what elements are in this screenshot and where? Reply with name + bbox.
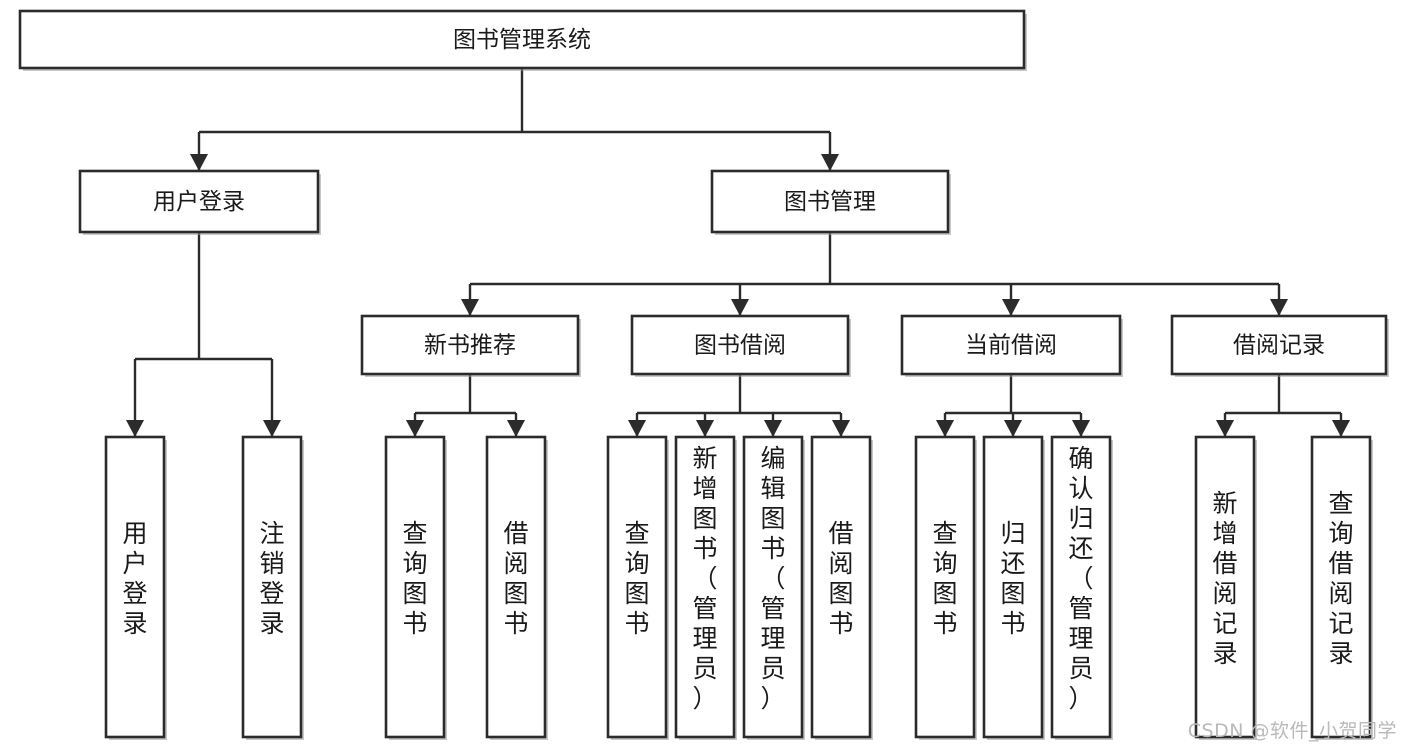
node-label: 借阅图书 <box>828 519 853 638</box>
watermark-label: CSDN @软件_小贺同学 <box>1187 720 1397 742</box>
arrow-head-icon <box>936 420 954 437</box>
node-label: 图书管理 <box>784 189 876 215</box>
node-leaf-user-login[interactable]: 用户登录 <box>104 435 167 740</box>
node-label: 编辑图书（管理员） <box>760 444 785 713</box>
node-rect[interactable] <box>900 314 1122 376</box>
arrow-head-icon <box>190 154 208 171</box>
edge-group-new-book-recommend <box>406 374 525 437</box>
node-label: 新增借阅记录 <box>1212 489 1237 668</box>
arrow-head-icon <box>1002 299 1020 316</box>
node-rect[interactable] <box>1170 314 1388 376</box>
arrow-head-icon <box>406 420 424 437</box>
node-label: 确认归还（管理员） <box>1068 444 1093 713</box>
node-rect[interactable] <box>485 435 547 739</box>
node-label: 当前借阅 <box>965 333 1057 359</box>
node-label: 查询借阅记录 <box>1328 489 1353 668</box>
node-rect[interactable] <box>384 435 446 739</box>
node-leaf-return-book[interactable]: 归还图书 <box>982 435 1045 740</box>
node-rect[interactable] <box>630 314 850 376</box>
arrow-head-icon <box>1004 420 1022 437</box>
node-leaf-edit-book-admin[interactable]: 编辑图书（管理员） <box>742 435 805 740</box>
edge-group-user-login <box>126 232 281 437</box>
node-label: 用户登录 <box>122 519 147 638</box>
node-rect[interactable] <box>606 435 668 739</box>
node-label: 查询图书 <box>402 519 427 638</box>
arrow-head-icon <box>1332 420 1350 437</box>
arrow-head-icon <box>1216 420 1234 437</box>
node-rect[interactable] <box>1050 435 1112 739</box>
node-current-borrow[interactable]: 当前借阅 <box>900 314 1123 377</box>
node-label: 新增图书（管理员） <box>692 444 717 713</box>
node-rect[interactable] <box>241 435 303 739</box>
edges-layer <box>126 68 1350 437</box>
node-label: 借阅图书 <box>503 519 528 638</box>
edge-group-borrow-record <box>1216 374 1350 437</box>
node-rect[interactable] <box>674 435 736 739</box>
node-label: 用户登录 <box>153 189 245 215</box>
arrow-head-icon <box>764 420 782 437</box>
node-rect[interactable] <box>78 169 320 234</box>
node-new-book-recommend[interactable]: 新书推荐 <box>360 314 581 377</box>
node-leaf-query-book-recommend[interactable]: 查询图书 <box>384 435 447 740</box>
edge-group-book-management <box>461 232 1288 316</box>
arrow-head-icon <box>1072 420 1090 437</box>
node-label: 查询图书 <box>932 519 957 638</box>
node-rect[interactable] <box>18 9 1026 70</box>
arrow-head-icon <box>731 299 749 316</box>
arrow-head-icon <box>507 420 525 437</box>
node-label: 查询图书 <box>624 519 649 638</box>
node-label: 新书推荐 <box>424 333 516 359</box>
edge-group-book-borrow <box>628 374 850 437</box>
node-label: 图书管理系统 <box>453 27 591 53</box>
node-leaf-borrow-book[interactable]: 借阅图书 <box>810 435 873 740</box>
node-leaf-query-book-current[interactable]: 查询图书 <box>914 435 977 740</box>
arrow-head-icon <box>263 420 281 437</box>
node-borrow-record[interactable]: 借阅记录 <box>1170 314 1389 377</box>
node-root[interactable]: 图书管理系统 <box>18 9 1027 71</box>
arrow-head-icon <box>821 154 839 171</box>
node-leaf-logout-login[interactable]: 注销登录 <box>241 435 304 740</box>
node-leaf-query-borrow-record[interactable]: 查询借阅记录 <box>1310 435 1373 740</box>
node-leaf-borrow-book-recommend[interactable]: 借阅图书 <box>485 435 548 740</box>
node-leaf-query-book-borrow[interactable]: 查询图书 <box>606 435 669 740</box>
node-label: 归还图书 <box>1000 519 1025 638</box>
arrow-head-icon <box>1270 299 1288 316</box>
arrow-head-icon <box>696 420 714 437</box>
node-user-login[interactable]: 用户登录 <box>78 169 321 235</box>
node-label: 图书借阅 <box>694 333 786 359</box>
arrow-head-icon <box>461 299 479 316</box>
edge-group-current-borrow <box>936 374 1090 437</box>
arrow-head-icon <box>832 420 850 437</box>
node-label: 注销登录 <box>259 519 284 638</box>
node-rect[interactable] <box>1194 435 1256 739</box>
arrow-head-icon <box>126 420 144 437</box>
nodes-layer: 图书管理系统用户登录图书管理新书推荐图书借阅当前借阅借阅记录用户登录注销登录查询… <box>18 9 1389 740</box>
node-rect[interactable] <box>1310 435 1372 739</box>
node-leaf-add-book-admin[interactable]: 新增图书（管理员） <box>674 435 737 740</box>
node-rect[interactable] <box>742 435 804 739</box>
node-leaf-add-borrow-record[interactable]: 新增借阅记录 <box>1194 435 1257 740</box>
node-rect[interactable] <box>914 435 976 739</box>
node-leaf-confirm-return-admin[interactable]: 确认归还（管理员） <box>1050 435 1113 740</box>
node-rect[interactable] <box>104 435 166 739</box>
node-book-management[interactable]: 图书管理 <box>710 169 951 235</box>
edge-group-root <box>190 68 839 171</box>
node-rect[interactable] <box>360 314 580 376</box>
node-rect[interactable] <box>982 435 1044 739</box>
node-label: 借阅记录 <box>1233 333 1325 359</box>
node-book-borrow[interactable]: 图书借阅 <box>630 314 851 377</box>
node-rect[interactable] <box>810 435 872 739</box>
node-rect[interactable] <box>710 169 950 234</box>
arrow-head-icon <box>628 420 646 437</box>
